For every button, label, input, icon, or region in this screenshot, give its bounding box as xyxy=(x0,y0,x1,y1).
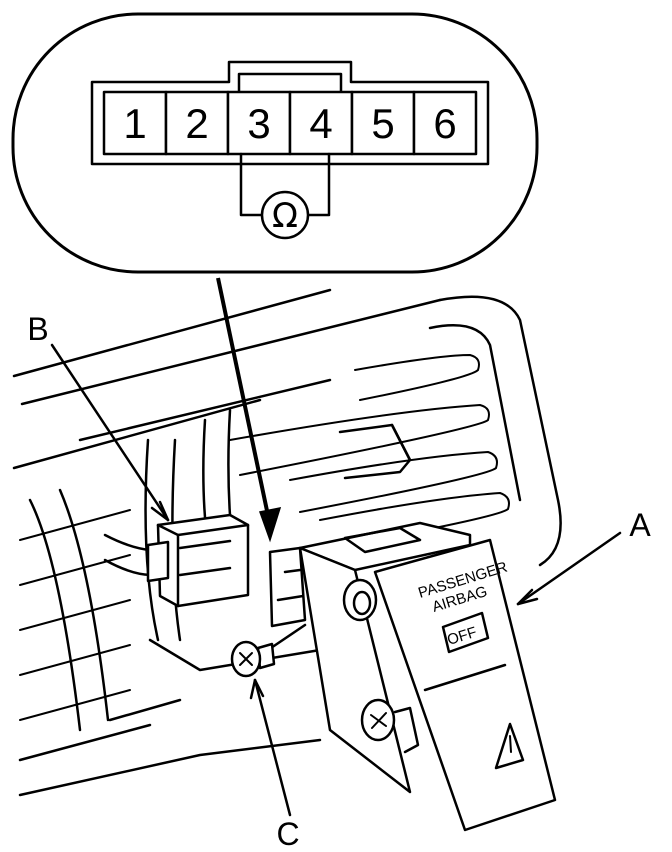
connector-face xyxy=(90,60,490,166)
pin-cell-6 xyxy=(412,90,478,156)
pin-label-6: 6 xyxy=(433,100,456,147)
pin-cell-3 xyxy=(226,90,292,156)
passenger-airbag-switch xyxy=(268,521,557,832)
callout-b-leader xyxy=(50,343,170,522)
callout-leaders xyxy=(50,343,622,817)
mounting-screw xyxy=(230,623,307,678)
pin-cell-4 xyxy=(288,90,354,156)
ohm-symbol: Ω xyxy=(272,196,298,236)
ohmmeter-icon xyxy=(260,190,310,240)
pin-label-3: 3 xyxy=(247,100,270,147)
ohmmeter-circuit xyxy=(239,152,331,240)
off-indicator-window xyxy=(441,611,490,654)
callout-b-label: B xyxy=(27,311,48,347)
harness-connector xyxy=(103,513,250,608)
pin-label-5: 5 xyxy=(371,100,394,147)
pin-cell-2 xyxy=(164,90,230,156)
warning-triangle-icon xyxy=(494,722,525,770)
callout-a-label: A xyxy=(629,507,651,543)
pin-label-1: 1 xyxy=(123,100,146,147)
callout-a-leader xyxy=(516,531,622,606)
detail-pointer-arrow xyxy=(216,277,282,543)
switch-connector xyxy=(268,546,307,628)
pin-label-4: 4 xyxy=(309,100,332,147)
callout-c-label: C xyxy=(276,816,299,852)
callout-c-leader xyxy=(253,678,292,817)
pin-label-2: 2 xyxy=(185,100,208,147)
pin-cell-1 xyxy=(102,90,168,156)
